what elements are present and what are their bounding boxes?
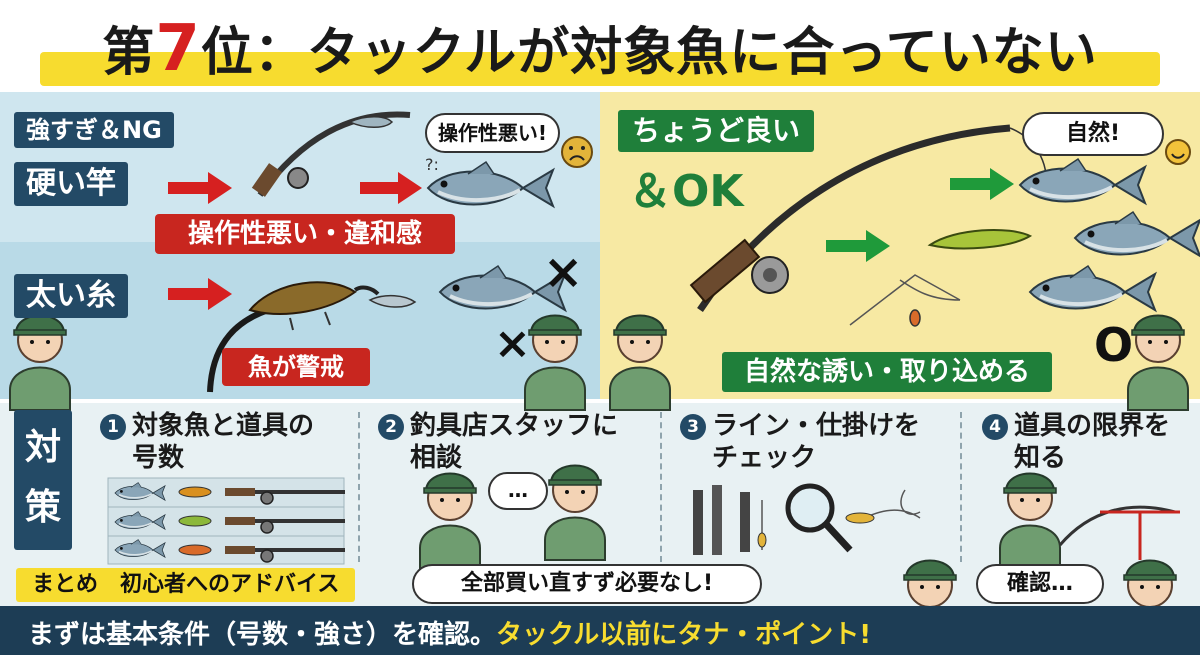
step-line: 相談 xyxy=(410,443,463,473)
summary-label: まとめ 初心者へのアドバイス xyxy=(16,568,356,602)
line-result-label: 魚が警戒 xyxy=(222,348,370,386)
line-rigs-illustration xyxy=(693,485,767,555)
step-line: チェック xyxy=(712,443,817,473)
hard-rod-label: 硬い竿 xyxy=(14,162,128,206)
thick-line-lure-illustration xyxy=(207,281,417,393)
fish-icon xyxy=(1028,264,1157,312)
step-number: 1 xyxy=(100,414,126,440)
shop-staff-avatar xyxy=(544,464,606,561)
rod-limit-illustration xyxy=(1058,505,1180,560)
fish-icon xyxy=(426,160,555,208)
angler-avatar xyxy=(609,314,671,411)
hard-rod-illustration xyxy=(251,111,411,197)
balanced-rod-illustration xyxy=(689,124,1047,327)
smile-face-icon xyxy=(1165,139,1191,165)
divider xyxy=(358,412,360,562)
angler-avatar xyxy=(9,314,71,411)
step-number: 2 xyxy=(378,414,404,440)
thick-line-label: 太い糸 xyxy=(14,274,128,318)
talk-bubble: … xyxy=(488,472,548,510)
confirm-bubble: 確認… xyxy=(976,564,1104,604)
title-highlight xyxy=(40,52,1160,86)
divider xyxy=(660,412,662,562)
step-line: 道具の限界を xyxy=(1014,411,1171,441)
angler-avatar xyxy=(1127,314,1189,411)
angler-avatar xyxy=(419,472,481,569)
angler-avatar xyxy=(524,314,586,411)
step-line: 号数 xyxy=(132,443,185,473)
countermeasure-label: 対策 xyxy=(14,410,72,550)
question-icon: ?: xyxy=(425,155,439,174)
title-rank-number: 7 xyxy=(155,12,201,86)
title-text: タックルが対象魚に合っていない xyxy=(306,23,1098,83)
ng-mark-icon: × xyxy=(494,318,531,369)
step-line: 釣具店スタッフに xyxy=(410,411,619,441)
arrow-icon xyxy=(168,278,232,310)
step-line: 知る xyxy=(1014,443,1067,473)
step-number: 4 xyxy=(982,414,1008,440)
page-title: 第7位：タックルが対象魚に合っていない xyxy=(0,10,1200,86)
arrow-icon xyxy=(950,168,1014,200)
rod-bubble: 操作性悪い! xyxy=(425,113,560,153)
summary-main: まずは基本条件（号数・強さ）を確認。 xyxy=(28,620,497,650)
ok-heading: ちょうど良い xyxy=(618,110,815,152)
title-rank-prefix: 第 xyxy=(102,23,156,83)
arrow-icon xyxy=(360,172,422,204)
hook-rig-illustration xyxy=(845,489,921,524)
ok-label: ＆OK xyxy=(628,166,744,217)
angler-avatar xyxy=(999,472,1061,569)
ok-mark-icon: O xyxy=(1094,318,1134,372)
size-chart-illustration xyxy=(107,477,347,565)
summary-highlight: タックル以前にタナ・ポイント! xyxy=(496,620,872,650)
step-line: ライン・仕掛けを xyxy=(712,411,921,441)
arrow-icon xyxy=(168,172,232,204)
arrow-icon xyxy=(826,230,890,262)
step-line: 対象魚と道具の xyxy=(132,411,315,441)
step-number: 3 xyxy=(680,414,706,440)
ng-heading: 強すぎ＆NG xyxy=(14,112,174,148)
rod-result-label: 操作性悪い・違和感 xyxy=(155,214,455,254)
ng-mark-icon: × xyxy=(543,244,584,300)
divider xyxy=(960,412,962,562)
title-rank-suffix: 位： xyxy=(200,23,307,83)
fish-icon xyxy=(1073,210,1200,258)
ok-result-label: 自然な誘い・取り込める xyxy=(722,352,1052,392)
natural-bubble: 自然! xyxy=(1022,112,1164,156)
fish-icon xyxy=(1018,157,1147,205)
sad-face-icon xyxy=(561,136,593,168)
title-area: 第7位：タックルが対象魚に合っていない xyxy=(0,0,1200,92)
summary-bar xyxy=(0,606,1200,655)
summary-text: まずは基本条件（号数・強さ）を確認。タックル以前にタナ・ポイント! xyxy=(28,614,871,651)
magnifier-icon xyxy=(785,483,853,553)
summary-bubble: 全部買い直すず必要なし! xyxy=(412,564,762,604)
